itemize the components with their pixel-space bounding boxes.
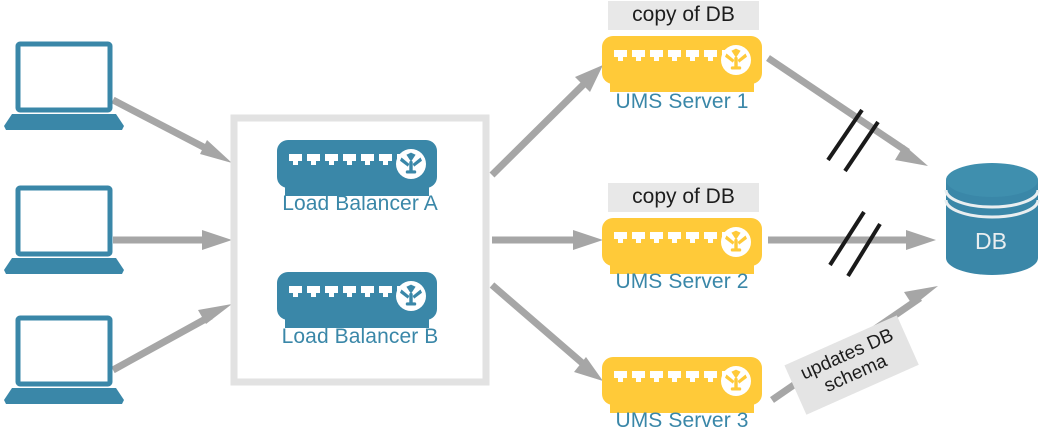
arrow-client2-to-loadbalancers: [113, 230, 232, 250]
ums-server-1-label: UMS Server 1: [615, 90, 749, 113]
load-balancer-b-label: Load Balancer B: [281, 325, 439, 348]
ums-server-2-icon[interactable]: [602, 218, 762, 274]
client-laptop-3: [4, 318, 124, 404]
ums-server-2-copy-badge: copy of DB: [608, 183, 759, 213]
cut-mark-server2-to-db: [828, 210, 882, 278]
load-balancer-b-icon[interactable]: [277, 272, 437, 328]
load-balancer-a-label: Load Balancer A: [282, 192, 438, 215]
arrow-client1-to-loadbalancers: [111, 96, 232, 163]
arrow-client3-to-loadbalancers: [111, 304, 232, 374]
arrow-loadbalancers-to-ums1: [489, 65, 603, 178]
load-balancer-a-icon[interactable]: [277, 140, 437, 196]
cut-mark-server1-to-db: [826, 108, 880, 173]
client-laptop-2: [4, 188, 124, 274]
arrow-ums2-to-db: [768, 230, 936, 250]
ums-server-1-icon[interactable]: [602, 36, 762, 92]
database-label: DB: [975, 228, 1007, 254]
ums-server-2-label: UMS Server 2: [615, 270, 749, 293]
ums-server-1-copy-badge: copy of DB: [608, 1, 759, 31]
database-cylinder-icon[interactable]: [944, 163, 1040, 275]
ums-server-3-icon[interactable]: [602, 357, 762, 413]
ums-server-3-label: UMS Server 3: [615, 409, 749, 432]
arrow-loadbalancers-to-ums3: [489, 282, 603, 381]
arrow-loadbalancers-to-ums2: [492, 230, 603, 250]
arrow-ums1-to-db: [766, 55, 928, 166]
client-laptop-1: [4, 44, 124, 130]
